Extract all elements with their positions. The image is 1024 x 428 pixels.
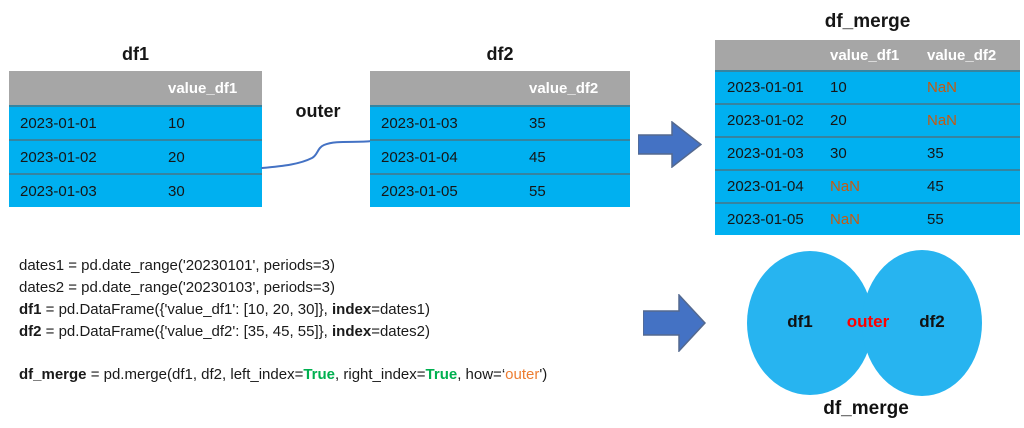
code-segment: index xyxy=(332,301,372,318)
value-cell: 35 xyxy=(927,145,944,162)
value-cell: 55 xyxy=(529,182,546,200)
index-cell: 2023-01-05 xyxy=(727,211,804,228)
code-line: df2 = pd.DataFrame({'value_df2': [35, 45… xyxy=(19,321,547,343)
code-line: dates2 = pd.date_range('20230103', perio… xyxy=(19,277,547,299)
column-header: value_df2 xyxy=(529,79,599,97)
code-segment: =dates2) xyxy=(371,323,430,340)
index-cell: 2023-01-04 xyxy=(727,178,804,195)
index-cell: 2023-01-02 xyxy=(20,148,97,166)
venn-caption: df_merge xyxy=(823,398,909,419)
code-segment: = pd.merge(df1, df2, left_index= xyxy=(86,366,304,383)
table-row: 2023-01-03 30 xyxy=(9,173,262,207)
code-segment: = pd.DataFrame({'value_df2': [35, 45, 55… xyxy=(41,323,332,340)
value-cell: 20 xyxy=(830,112,847,129)
value-cell: 10 xyxy=(830,79,847,96)
code-segment: =dates1) xyxy=(371,301,430,318)
table-row: 2023-01-03 35 xyxy=(370,105,630,139)
code-line: dates1 = pd.date_range('20230101', perio… xyxy=(19,255,547,277)
value-cell: 30 xyxy=(168,182,185,200)
code-segment: True xyxy=(303,366,336,383)
table-header-row: value_df2 xyxy=(370,71,630,105)
table-row: 2023-01-04 NaN 45 xyxy=(715,169,1020,202)
df-merge-title: df_merge xyxy=(824,11,911,32)
value-cell: 45 xyxy=(927,178,944,195)
value-cell: NaN xyxy=(830,178,861,195)
table-row: 2023-01-05 NaN 55 xyxy=(715,202,1020,235)
table-header-row: value_df1 value_df2 xyxy=(715,40,1020,70)
value-cell: NaN xyxy=(927,79,958,96)
join-type-label: outer xyxy=(295,101,341,121)
code-segment: ') xyxy=(539,366,548,383)
value-cell: 45 xyxy=(529,148,546,166)
value-cell: 10 xyxy=(168,114,185,132)
index-cell: 2023-01-03 xyxy=(381,114,458,132)
value-cell: 55 xyxy=(927,211,944,228)
table-row: 2023-01-03 30 35 xyxy=(715,136,1020,169)
right-arrow-icon xyxy=(638,121,702,168)
code-segment: df2 xyxy=(19,323,42,340)
column-header: value_df1 xyxy=(830,46,900,64)
index-cell: 2023-01-03 xyxy=(727,145,804,162)
venn-union-shape xyxy=(747,250,982,396)
code-segment: index xyxy=(332,323,372,340)
table-row: 2023-01-05 55 xyxy=(370,173,630,207)
value-cell: 20 xyxy=(168,148,185,166)
code-segment: dates2 = pd.date_range('20230103', perio… xyxy=(19,279,335,296)
table-row: 2023-01-04 45 xyxy=(370,139,630,173)
code-line xyxy=(19,343,547,364)
index-cell: 2023-01-01 xyxy=(727,79,804,96)
table-row: 2023-01-02 20 NaN xyxy=(715,103,1020,136)
index-cell: 2023-01-05 xyxy=(381,182,458,200)
venn-center-label: outer xyxy=(846,312,890,331)
index-cell: 2023-01-01 xyxy=(20,114,97,132)
code-segment: dates1 = pd.date_range('20230101', perio… xyxy=(19,257,335,274)
index-cell: 2023-01-02 xyxy=(727,112,804,129)
value-cell: NaN xyxy=(830,211,861,228)
value-cell: 35 xyxy=(529,114,546,132)
code-block: dates1 = pd.date_range('20230101', perio… xyxy=(19,255,547,386)
df2-title: df2 xyxy=(486,44,514,64)
index-cell: 2023-01-04 xyxy=(381,148,458,166)
code-segment: df1 xyxy=(19,301,42,318)
table-row: 2023-01-01 10 NaN xyxy=(715,70,1020,103)
code-segment: df_merge xyxy=(19,366,87,383)
value-cell: 30 xyxy=(830,145,847,162)
code-line: df1 = pd.DataFrame({'value_df1': [10, 20… xyxy=(19,299,547,321)
venn-right-label: df2 xyxy=(919,312,945,331)
df1-title: df1 xyxy=(122,44,149,64)
code-segment: True xyxy=(425,366,458,383)
code-segment: , how=‘ xyxy=(457,366,506,383)
venn-left-label: df1 xyxy=(787,312,813,331)
code-segment: , right_index= xyxy=(335,366,426,383)
connector-curve xyxy=(261,140,373,169)
column-header: value_df1 xyxy=(168,79,238,97)
table-header-row: value_df1 xyxy=(9,71,262,105)
code-line: df_merge = pd.merge(df1, df2, left_index… xyxy=(19,364,547,386)
right-arrow-icon xyxy=(643,294,706,352)
code-segment: outer xyxy=(505,366,540,383)
table-row: 2023-01-02 20 xyxy=(9,139,262,173)
table-row: 2023-01-01 10 xyxy=(9,105,262,139)
column-header: value_df2 xyxy=(927,46,997,64)
code-segment: = pd.DataFrame({'value_df1': [10, 20, 30… xyxy=(41,301,332,318)
index-cell: 2023-01-03 xyxy=(20,182,97,200)
value-cell: NaN xyxy=(927,112,958,129)
